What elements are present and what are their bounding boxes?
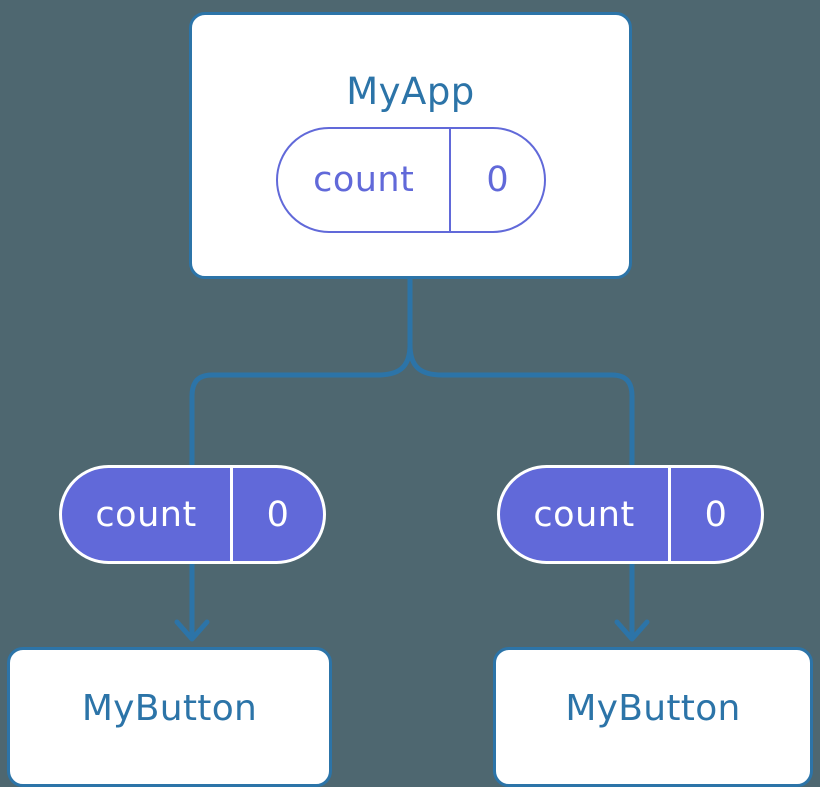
state-key-label: count: [62, 468, 234, 561]
branch-split-left: [189, 342, 413, 473]
left-prop-arrow-head: [174, 619, 210, 642]
connector-layer: [174, 279, 650, 642]
component-card-mybutton-right[interactable]: MyButton: [493, 647, 813, 787]
state-value-label: 0: [266, 494, 290, 535]
state-value-label: 0: [704, 494, 728, 535]
component-tree-diagram: MyApp count 0 count 0 MyButton count 0 M…: [7, 12, 813, 787]
right-prop-arrow-head: [614, 619, 650, 642]
component-card-mybutton-left[interactable]: MyButton: [7, 647, 332, 787]
component-title-mybutton-left: MyButton: [81, 688, 258, 729]
component-title-myapp: MyApp: [346, 70, 475, 113]
component-title-mybutton-right: MyButton: [565, 688, 741, 729]
branch-split-right: [407, 342, 635, 473]
state-pill-right-branch[interactable]: count 0: [497, 465, 764, 564]
state-pill-left-branch[interactable]: count 0: [59, 465, 326, 564]
state-key-label: count: [278, 129, 452, 231]
state-pill-myapp[interactable]: count 0: [276, 127, 546, 233]
state-key-label: count: [500, 468, 672, 561]
state-value-label: 0: [486, 160, 510, 200]
